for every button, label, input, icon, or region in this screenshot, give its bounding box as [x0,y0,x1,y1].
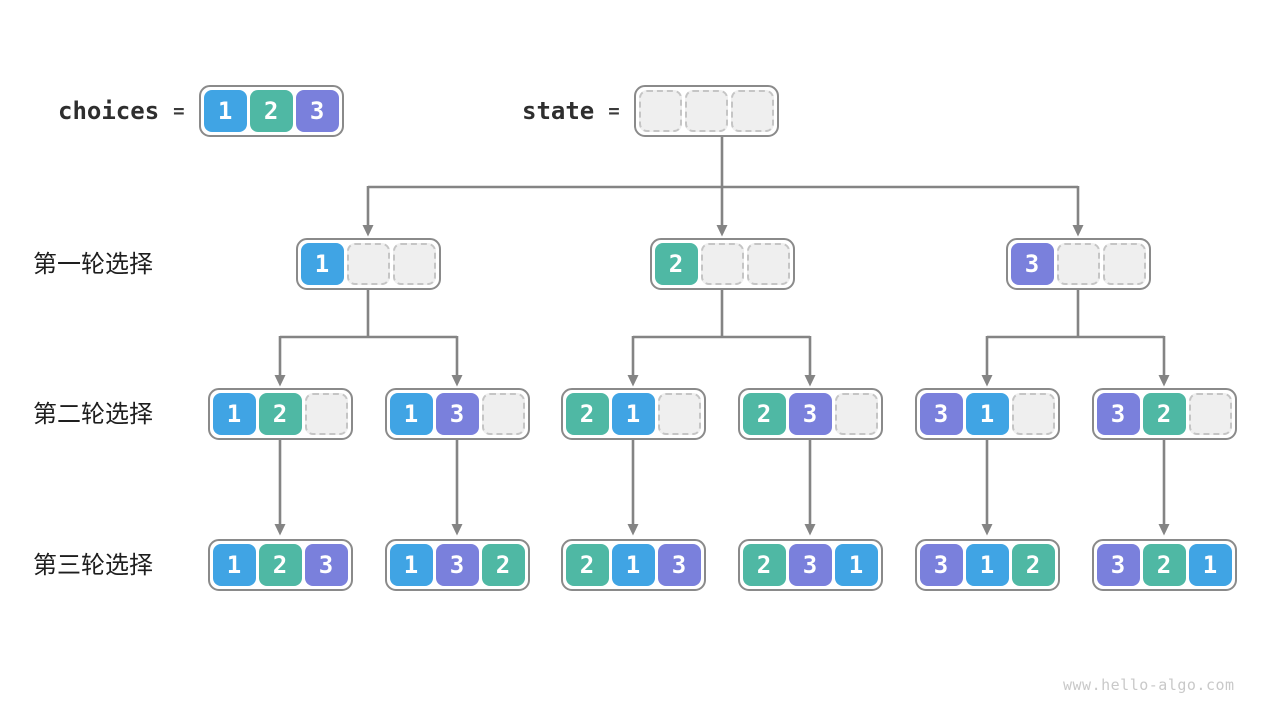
empty-cell [746,243,790,285]
value-cell-3: 3 [788,393,832,435]
value-cell-2: 2 [565,544,609,586]
value-cell-1: 1 [212,393,256,435]
empty-cell [1011,393,1055,435]
value-cell-3: 3 [435,393,479,435]
empty-cell [638,90,682,132]
value-cell-1: 1 [611,544,655,586]
state-group: state = [522,85,779,137]
choices-equals-sign: = [173,100,185,122]
empty-cell [684,90,728,132]
choices-label: choices [58,97,160,125]
value-cell-3: 3 [788,544,832,586]
value-cell-1: 1 [1188,544,1232,586]
value-cell-3: 3 [919,544,963,586]
value-cell-3: 3 [295,90,339,132]
value-cell-2: 2 [481,544,525,586]
value-cell-2: 2 [258,544,302,586]
value-cell-3: 3 [1010,243,1054,285]
state-array [633,85,779,137]
value-cell-1: 1 [203,90,247,132]
value-cell-3: 3 [919,393,963,435]
value-cell-3: 3 [435,544,479,586]
value-cell-2: 2 [1142,544,1186,586]
round-2-label: 第二轮选择 [33,400,153,428]
empty-cell [304,393,348,435]
watermark: www.hello-algo.com [1063,676,1235,694]
state-equals-sign: = [608,100,620,122]
value-cell-1: 1 [611,393,655,435]
array-node-round1-2: 2 [649,238,795,290]
value-cell-3: 3 [1096,393,1140,435]
value-cell-2: 2 [742,544,786,586]
empty-cell [1102,243,1146,285]
array-node-round1-1: 1 [295,238,441,290]
value-cell-3: 3 [304,544,348,586]
value-cell-1: 1 [389,544,433,586]
empty-cell [834,393,878,435]
value-cell-2: 2 [258,393,302,435]
value-cell-2: 2 [742,393,786,435]
round-3-label: 第三轮选择 [33,551,153,579]
empty-cell [730,90,774,132]
value-cell-3: 3 [657,544,701,586]
empty-cell [1056,243,1100,285]
empty-cell [657,393,701,435]
round-1-label: 第一轮选择 [33,250,153,278]
empty-cell [481,393,525,435]
value-cell-1: 1 [965,544,1009,586]
value-cell-2: 2 [1142,393,1186,435]
value-cell-1: 1 [300,243,344,285]
value-cell-1: 1 [965,393,1009,435]
value-cell-2: 2 [654,243,698,285]
state-label: state [522,97,595,125]
value-cell-2: 2 [249,90,293,132]
empty-cell [346,243,390,285]
empty-cell [392,243,436,285]
value-cell-1: 1 [834,544,878,586]
value-cell-3: 3 [1096,544,1140,586]
value-cell-1: 1 [212,544,256,586]
value-cell-2: 2 [1011,544,1055,586]
empty-cell [1188,393,1232,435]
value-cell-2: 2 [565,393,609,435]
empty-cell [700,243,744,285]
value-cell-1: 1 [389,393,433,435]
array-node-round1-3: 3 [1005,238,1151,290]
